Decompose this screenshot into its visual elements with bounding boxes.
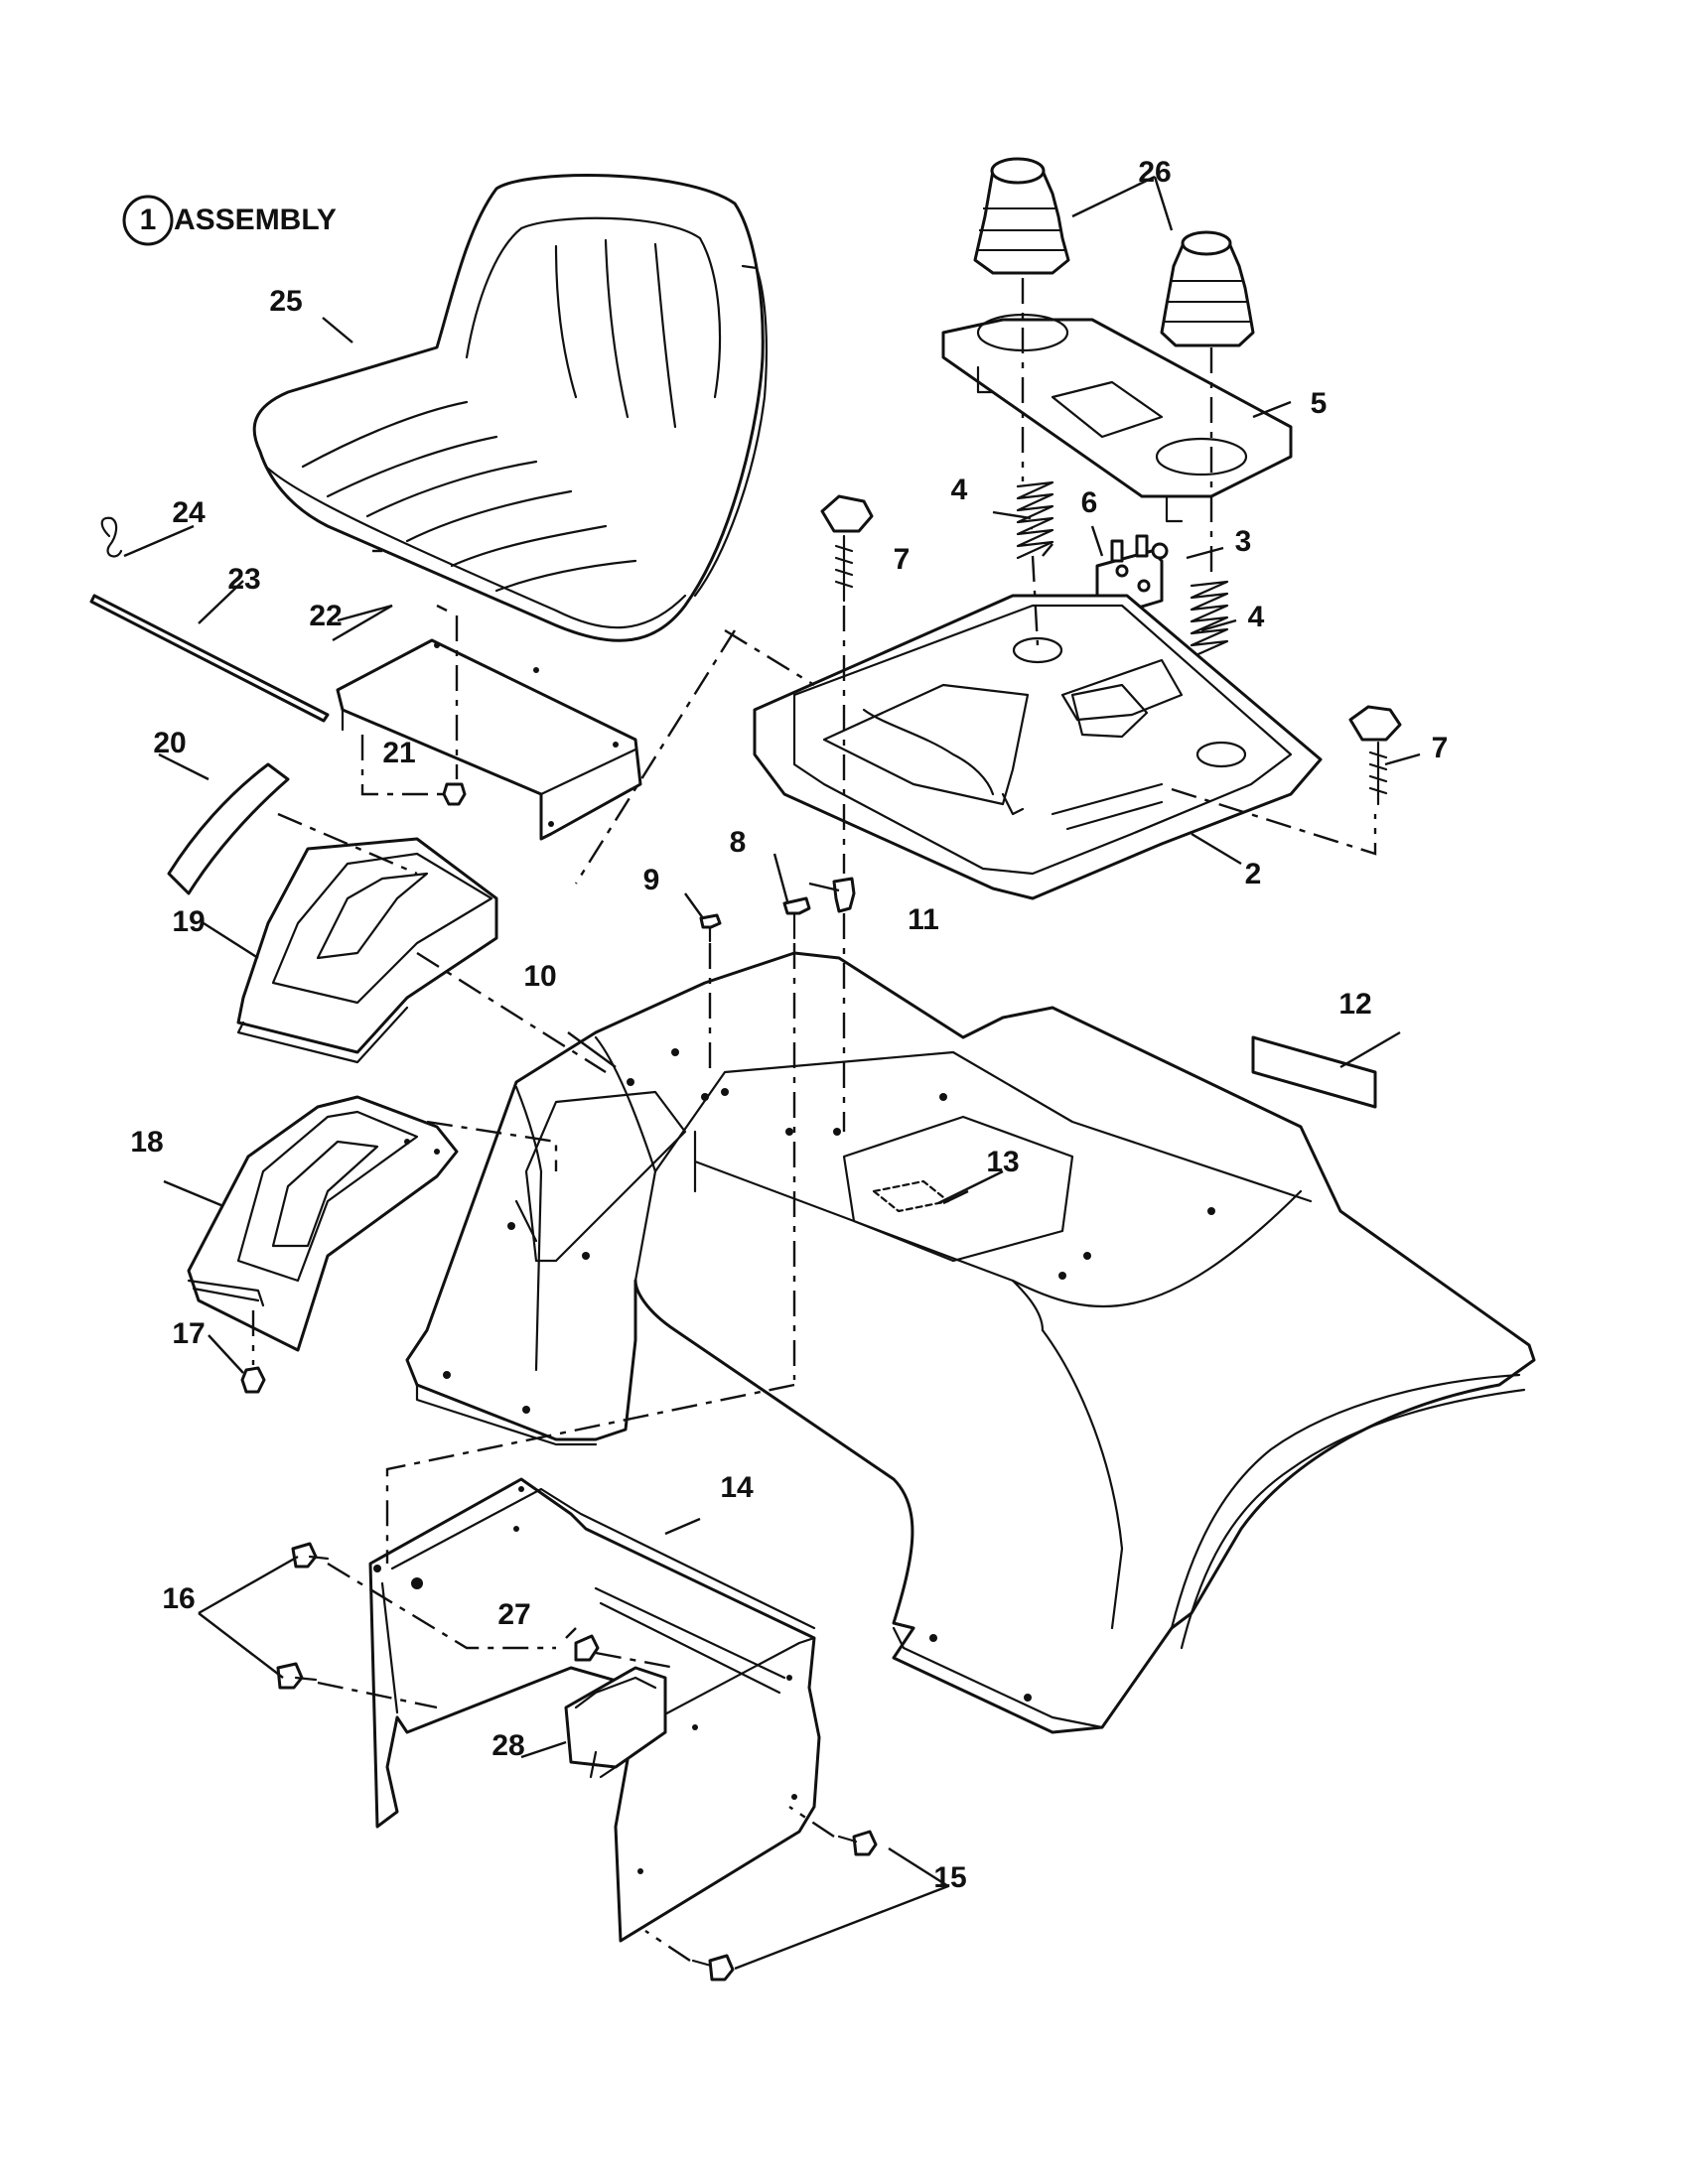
callout-8: 8: [730, 826, 747, 859]
callout-17: 17: [172, 1317, 205, 1350]
assembly-number: 1: [140, 204, 157, 236]
callout-11: 11: [908, 903, 939, 936]
bolt-17: [240, 1366, 266, 1394]
knob-right: [1348, 705, 1402, 806]
assembly-centerlines: [251, 278, 1377, 1962]
callout-19: 19: [172, 905, 205, 938]
callout-13: 13: [986, 1146, 1019, 1178]
callout-22: 22: [309, 600, 342, 632]
callout-10: 10: [523, 960, 556, 993]
seat-bracket: [336, 638, 642, 841]
fender-panel: [405, 951, 1536, 1734]
decal-12: [1251, 1035, 1377, 1109]
spring-left: [1016, 480, 1054, 560]
rod: [89, 594, 330, 723]
bolt-15a: [837, 1830, 878, 1856]
hairpin-clip: [100, 516, 123, 558]
callout-5: 5: [1311, 387, 1328, 420]
callout-3: 3: [1235, 525, 1252, 558]
relay-28: [564, 1666, 667, 1779]
callout-4b: 4: [1248, 601, 1265, 633]
screw-8: [782, 896, 811, 940]
assembly-title: 1 ASSEMBLY: [122, 195, 337, 246]
callout-9: 9: [643, 864, 660, 896]
callout-25: 25: [269, 285, 302, 318]
callout-21: 21: [382, 737, 415, 769]
bolt-27: [574, 1634, 600, 1662]
callout-18: 18: [130, 1126, 163, 1159]
callout-6: 6: [1081, 486, 1098, 519]
bumper-left: [973, 157, 1070, 275]
leader-lines: [123, 175, 1421, 1971]
callout-labels: 2 3 4 4 5 6 7 7 8 9 10 11 12 13 14 15 16…: [130, 156, 1448, 1894]
bolt-21: [442, 782, 467, 806]
callout-12: 12: [1338, 988, 1371, 1021]
callout-2: 2: [1245, 858, 1262, 890]
callout-28: 28: [491, 1729, 524, 1762]
callout-7b: 7: [1432, 732, 1449, 764]
seat-part: [252, 174, 769, 642]
callout-4a: 4: [951, 474, 968, 506]
console-housing: [753, 594, 1323, 900]
bolt-16b: [276, 1662, 318, 1690]
shift-bracket: [187, 1095, 459, 1352]
callout-14: 14: [720, 1471, 754, 1504]
screw-9: [699, 913, 722, 943]
bolt-16a: [291, 1542, 330, 1569]
callout-26: 26: [1138, 156, 1171, 189]
bumper-right: [1160, 230, 1255, 347]
shift-cover: [236, 837, 498, 1064]
battery-box: [368, 1477, 821, 1943]
callout-23: 23: [227, 563, 260, 596]
callout-7a: 7: [894, 543, 911, 576]
shift-pad: [167, 762, 290, 895]
callout-15: 15: [933, 1861, 966, 1894]
knob-left: [820, 494, 874, 603]
callout-20: 20: [153, 727, 186, 759]
spring-right: [1190, 580, 1229, 659]
bolt-15b: [691, 1954, 735, 1981]
bushing-11: [832, 877, 856, 913]
callout-27: 27: [497, 1598, 530, 1631]
bumper-pair: [973, 157, 1255, 347]
assembly-label: ASSEMBLY: [174, 204, 337, 236]
callout-16: 16: [162, 1582, 195, 1615]
callout-24: 24: [172, 496, 206, 529]
